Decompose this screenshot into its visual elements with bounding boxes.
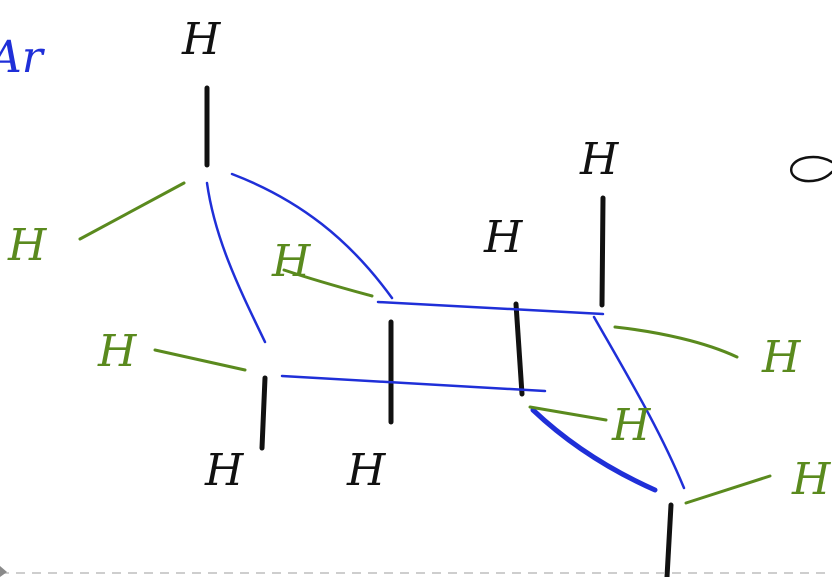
label-h-bottom-left-b: H <box>346 445 387 496</box>
bond-green-right-mid <box>528 405 608 422</box>
label-h-mid-left: H <box>271 236 312 287</box>
bond-bottom-right-vertical <box>664 502 674 577</box>
label-h-right-lower: H <box>611 400 652 451</box>
label-h-bottom-left-a: H <box>204 445 245 496</box>
bond-top-right-vertical <box>599 195 606 308</box>
partial-label-left: Ar <box>0 32 46 83</box>
bond-left-lower-vertical <box>259 375 268 451</box>
partial-glyph-right <box>790 155 832 183</box>
bond-green-mid <box>282 268 374 298</box>
label-h-top-right: H <box>579 134 620 185</box>
label-h-green-left: H <box>97 326 138 377</box>
ring-bond-top <box>376 300 605 316</box>
label-h-center: H <box>483 212 524 263</box>
ring-bond-right <box>592 315 686 490</box>
label-h-right-mid: H <box>761 332 802 383</box>
bond-green-right-lower <box>684 474 772 505</box>
bond-green-left-upper <box>78 181 186 241</box>
bond-green-left-lower <box>153 348 247 372</box>
page-edge-marker <box>0 566 7 577</box>
bond-green-right-upper <box>613 325 739 359</box>
ring-bond-left <box>205 181 267 344</box>
label-h-far-right: H <box>791 454 832 505</box>
ring-bond-lower-right <box>530 407 658 493</box>
bond-center-right-vertical <box>513 301 525 397</box>
ring-bond-upper-left <box>230 172 394 300</box>
ring-bond-middle <box>280 374 547 393</box>
label-h-left-upper: H <box>7 220 48 271</box>
label-h-top: H <box>181 14 222 65</box>
